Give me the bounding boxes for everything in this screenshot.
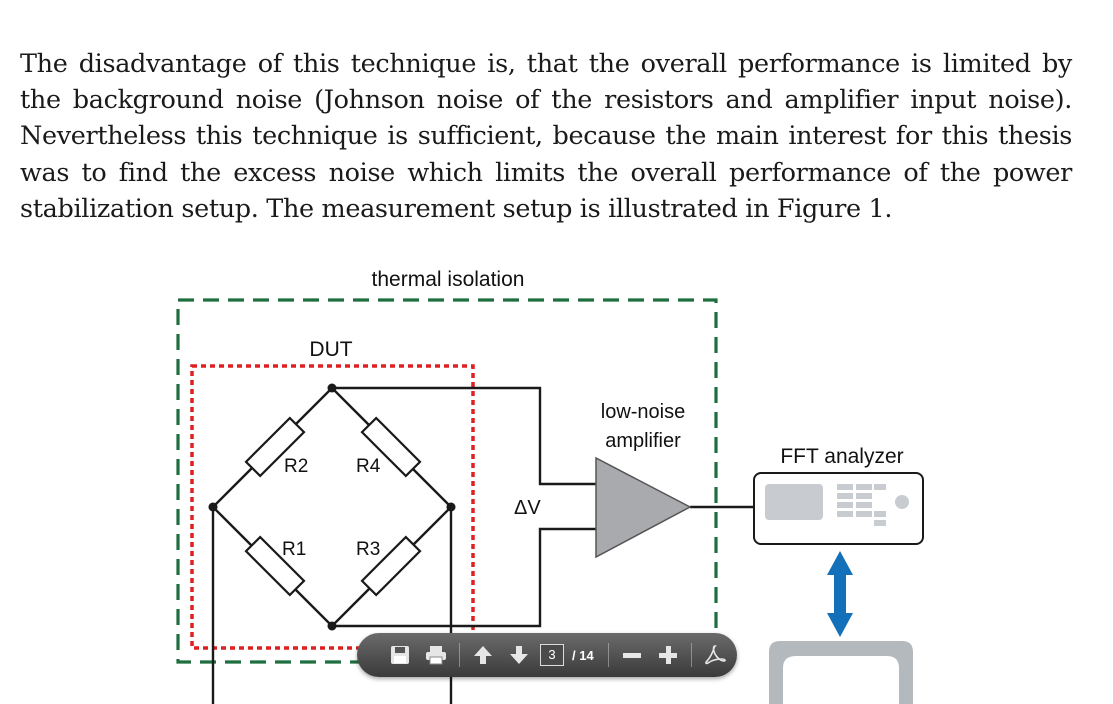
pdf-viewer-toolbar: 3 / 14 bbox=[357, 633, 737, 677]
body-paragraph: The disadvantage of this technique is, t… bbox=[20, 49, 1072, 224]
resistor-r1 bbox=[244, 535, 306, 597]
r2-label: R2 bbox=[284, 456, 308, 477]
bridge-nodes bbox=[208, 383, 456, 631]
arrow-up-icon bbox=[474, 646, 492, 664]
amplifier-label-line2: amplifier bbox=[605, 430, 681, 452]
measurement-setup-figure: thermal isolation DUT bbox=[0, 255, 1113, 704]
save-icon bbox=[391, 646, 409, 664]
save-button[interactable] bbox=[385, 640, 415, 670]
fft-analyzer-label: FFT analyzer bbox=[780, 445, 903, 468]
resistor-r4 bbox=[360, 416, 422, 478]
dut-boundary bbox=[190, 364, 475, 650]
toolbar-separator bbox=[459, 643, 460, 667]
resistor-r2 bbox=[244, 416, 306, 478]
zoom-out-button[interactable] bbox=[617, 640, 647, 670]
print-button[interactable] bbox=[421, 640, 451, 670]
acrobat-icon bbox=[704, 645, 726, 665]
zoom-in-button[interactable] bbox=[653, 640, 683, 670]
page-number-input[interactable]: 3 bbox=[540, 644, 564, 666]
previous-page-button[interactable] bbox=[468, 640, 498, 670]
amplifier-triangle bbox=[595, 456, 692, 559]
toolbar-separator bbox=[607, 643, 609, 667]
delta-v-label: ΔV bbox=[514, 497, 541, 519]
page-total: / 14 bbox=[572, 647, 594, 663]
print-icon bbox=[426, 646, 446, 665]
minus-icon bbox=[622, 653, 641, 658]
r4-label: R4 bbox=[356, 456, 381, 477]
bidirectional-arrow-icon bbox=[827, 551, 853, 637]
fft-analyzer-device bbox=[753, 472, 924, 545]
dut-label: DUT bbox=[309, 338, 352, 361]
toolbar-separator bbox=[690, 643, 692, 667]
arrow-down-icon bbox=[510, 646, 528, 664]
r3-label: R3 bbox=[356, 539, 380, 560]
next-page-button[interactable] bbox=[504, 640, 534, 670]
r1-label: R1 bbox=[282, 539, 306, 560]
thermal-isolation-label: thermal isolation bbox=[372, 268, 525, 291]
open-in-acrobat-button[interactable] bbox=[700, 640, 730, 670]
computer-monitor bbox=[769, 641, 913, 704]
plus-icon bbox=[658, 646, 677, 664]
resistor-r3 bbox=[360, 535, 422, 597]
amplifier-label-line1: low-noise bbox=[601, 401, 685, 423]
